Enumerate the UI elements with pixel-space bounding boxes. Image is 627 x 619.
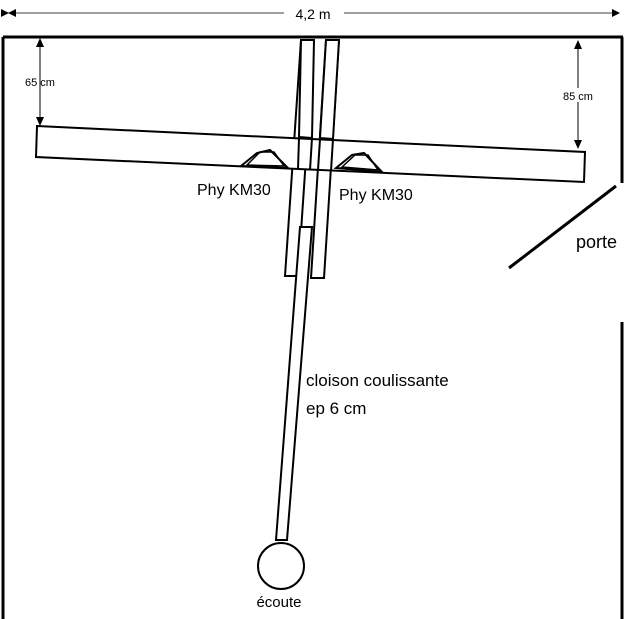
speaker-right-inner [340,154,380,171]
left-offset-label: 65 cm [25,77,55,89]
right-offset-label: 85 cm [563,91,593,103]
door-label: porte [576,232,617,252]
speaker-left-inner [245,151,286,167]
speaker-left [238,148,291,170]
fixed-wall-left-top [297,39,316,140]
speaker-right-label: Phy KM30 [339,187,413,204]
door-leaf [508,184,617,270]
width-label: 4,2 m [295,6,330,22]
fixed-wall-right-top [318,39,341,141]
speaker-left-label: Phy KM30 [197,182,271,199]
listening-label: écoute [256,594,301,611]
listening-position [257,542,305,590]
partition-label-line2: ep 6 cm [306,399,366,418]
sliding-partition [274,226,314,541]
partition-label-line1: cloison coulissante [306,371,449,390]
